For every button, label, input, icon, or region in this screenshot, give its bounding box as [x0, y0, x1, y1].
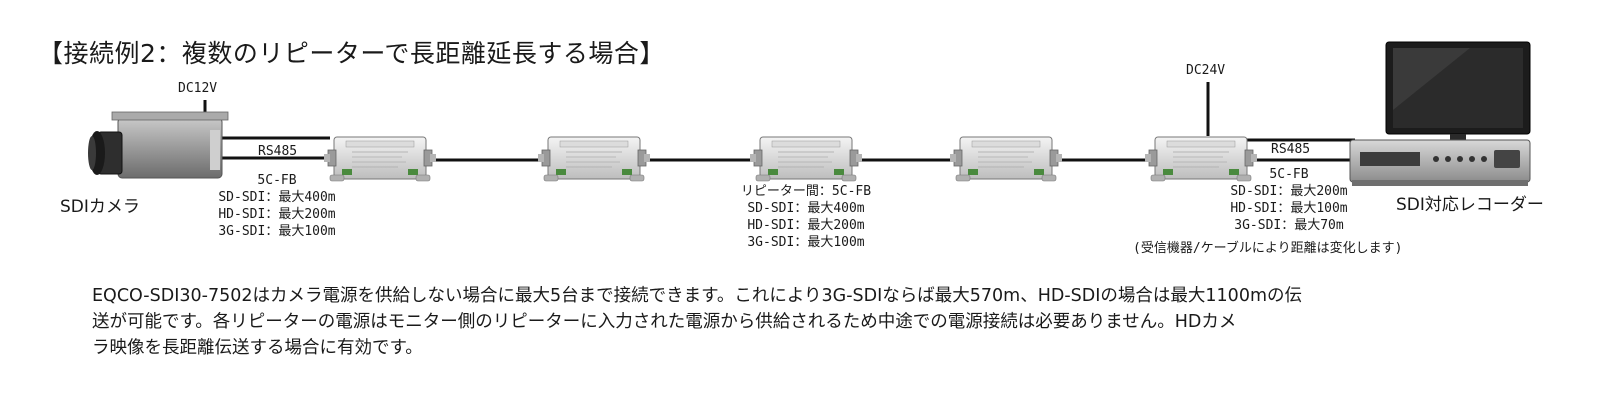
repeater-3 [749, 136, 863, 182]
spec-right: 5C-FB SD-SDI：最大200m HD-SDI：最大100m 3G-SDI… [1222, 166, 1356, 234]
3g-sdi-middle: 3G-SDI：最大100m [747, 235, 865, 250]
sd-sdi-right: SD-SDI：最大200m [1230, 184, 1348, 199]
repeater-2 [537, 136, 651, 182]
distance-note: (受信機器/ケーブルにより距離は変化します) [1133, 241, 1403, 256]
rs485-label-left: RS485 [258, 144, 298, 159]
hd-sdi-left: HD-SDI：最大200m [218, 207, 336, 222]
recorder-power-label: DC24V [1186, 63, 1226, 78]
description-paragraph: EQCO-SDI30-7502はカメラ電源を供給しない場合に最大5台まで接続でき… [92, 283, 1512, 361]
sdi-camera-image [88, 111, 229, 179]
repeater-4 [949, 136, 1063, 182]
camera-label: SDIカメラ [60, 197, 140, 217]
3g-sdi-right: 3G-SDI：最大70m [1234, 218, 1344, 233]
spec-left: 5C-FB SD-SDI：最大400m HD-SDI：最大200m 3G-SDI… [212, 172, 342, 240]
hd-sdi-right: HD-SDI：最大100m [1230, 201, 1348, 216]
camera-power-label: DC12V [178, 81, 218, 96]
cable-type-left: 5C-FB [257, 173, 297, 188]
description-line-3: ラ映像を長距離伝送する場合に有効です。 [92, 338, 423, 358]
description-line-1: EQCO-SDI30-7502はカメラ電源を供給しない場合に最大5台まで接続でき… [92, 286, 1303, 306]
cable-type-middle: リピーター間：5C-FB [740, 184, 872, 199]
hd-sdi-middle: HD-SDI：最大200m [747, 218, 865, 233]
3g-sdi-left: 3G-SDI：最大100m [218, 224, 336, 239]
sd-sdi-left: SD-SDI：最大400m [218, 190, 336, 205]
spec-middle: リピーター間：5C-FB SD-SDI：最大400m HD-SDI：最大200m… [718, 183, 894, 251]
cable-type-right: 5C-FB [1269, 167, 1309, 182]
sd-sdi-middle: SD-SDI：最大400m [747, 201, 865, 216]
page-title: 【接続例2：複数のリピーターで長距離延長する場合】 [38, 39, 665, 68]
recorder-image [1349, 41, 1531, 186]
description-line-2: 送が可能です。各リピーターの電源はモニター側のリピーターに入力された電源から供給… [92, 312, 1237, 332]
rs485-label-right: RS485 [1271, 142, 1311, 157]
recorder-label: SDI対応レコーダー [1396, 195, 1544, 215]
